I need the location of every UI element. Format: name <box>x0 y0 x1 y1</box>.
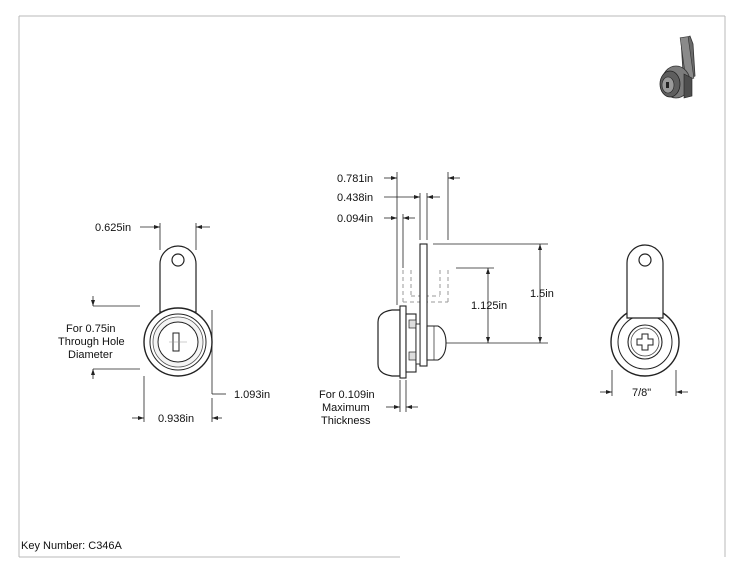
front-hole-note-line1: For 0.75in <box>66 323 116 335</box>
side-dim-15: 1.5in <box>530 288 554 300</box>
side-note-line2: Maximum <box>322 402 370 414</box>
side-view-arrows <box>391 176 542 409</box>
side-dim-0094: 0.094in <box>337 213 373 225</box>
front-hole-note-line2: Through Hole <box>58 336 125 348</box>
drawing-border <box>18 15 726 558</box>
side-note-line1: For 0.109in <box>319 389 375 401</box>
side-view <box>377 243 449 379</box>
front-dim-tab-width: 0.625in <box>95 222 131 234</box>
front-view <box>143 245 213 377</box>
side-dim-0438: 0.438in <box>337 192 373 204</box>
front-hole-note-line3: Diameter <box>68 349 113 361</box>
front-dim-height: 1.093in <box>234 389 270 401</box>
front-dim-body-width: 0.938in <box>158 413 194 425</box>
product-thumbnail <box>659 35 696 99</box>
side-dim-0781: 0.781in <box>337 173 373 185</box>
side-dim-1125: 1.125in <box>471 300 507 312</box>
key-number-label: Key Number: C346A <box>21 540 122 552</box>
back-view-arrows <box>606 390 682 394</box>
side-note-line3: Thickness <box>321 415 371 427</box>
front-view-dimensions <box>92 223 226 422</box>
back-view <box>610 244 680 377</box>
front-view-arrows <box>91 225 218 420</box>
back-dim-width: 7/8" <box>632 387 651 399</box>
side-view-dimensions <box>384 172 548 412</box>
